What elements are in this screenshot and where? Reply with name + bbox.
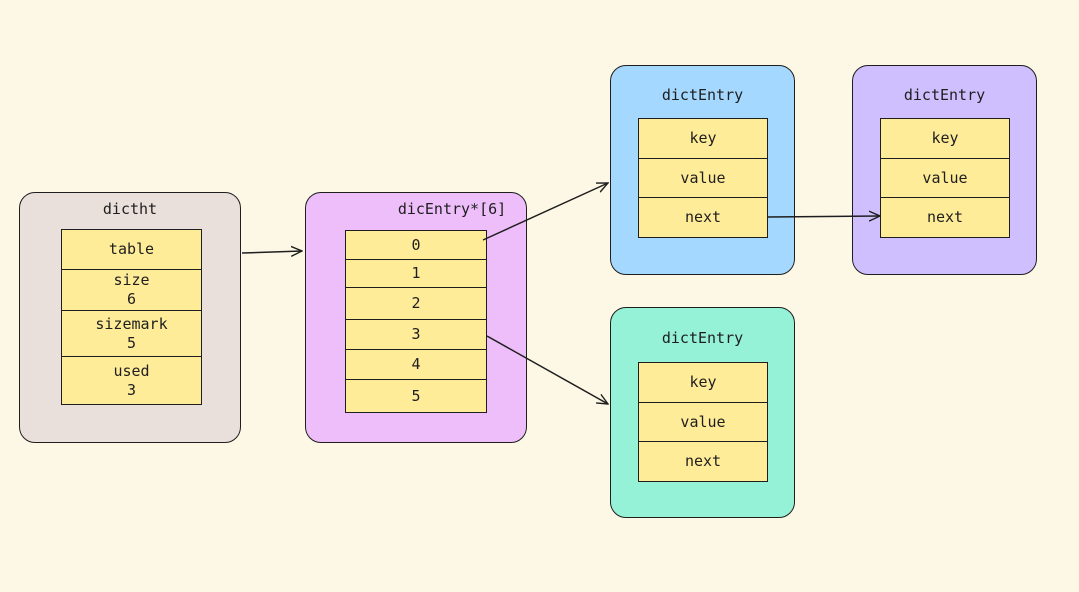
cell-label: next — [926, 208, 964, 226]
dict-entry-title: dictEntry — [661, 86, 744, 104]
entry-next-cell: next — [638, 197, 768, 238]
entry-key-cell: key — [880, 118, 1010, 159]
entry-value-cell: value — [638, 402, 768, 442]
array-slot: 3 — [345, 319, 487, 350]
slot-index: 1 — [411, 264, 421, 282]
entry-key-cell: key — [638, 118, 768, 159]
cell-label: next — [684, 208, 722, 226]
field-label: sizemark — [95, 314, 168, 333]
slot-index: 2 — [411, 294, 421, 312]
cell-label: value — [680, 412, 726, 431]
field-label: used — [113, 361, 150, 380]
field-value: 5 — [126, 333, 137, 352]
dict-entry-box-3: dictEntry key value next — [610, 307, 795, 518]
table-array-box: dicEntry*[6] 0 1 2 3 4 5 — [305, 192, 527, 443]
table-array-title: dicEntry*[6] — [397, 200, 507, 218]
entry-value-cell: value — [638, 158, 768, 198]
dict-entry-title: dictEntry — [903, 86, 986, 104]
entry-next-cell: next — [638, 441, 768, 482]
slot-index: 3 — [411, 325, 421, 343]
slot0-to-entry-arrow — [482, 183, 608, 241]
dictht-field-used: used 3 — [61, 356, 202, 405]
cell-label: key — [931, 129, 959, 147]
dictht-field-size: size 6 — [61, 269, 202, 311]
dict-entry-box-1: dictEntry key value next — [610, 65, 795, 275]
cell-label: key — [689, 373, 717, 391]
dict-entry-title: dictEntry — [661, 329, 744, 347]
dictht-title: dictht — [102, 200, 158, 218]
dictht-box: dictht table size 6 sizemark 5 used 3 — [19, 192, 241, 443]
dictht-field-sizemark: sizemark 5 — [61, 310, 202, 357]
slot3-to-entry-arrow — [486, 335, 608, 404]
cell-label: value — [680, 168, 726, 187]
field-label: table — [108, 240, 155, 258]
dict-entry-box-2: dictEntry key value next — [852, 65, 1037, 275]
field-value: 6 — [126, 290, 137, 308]
table-to-array-arrow — [241, 251, 302, 253]
field-label: size — [113, 271, 150, 289]
cell-label: next — [684, 452, 722, 470]
cell-label: value — [922, 168, 968, 187]
array-slot: 5 — [345, 379, 487, 413]
field-value: 3 — [126, 380, 137, 399]
slot-index: 0 — [411, 235, 421, 254]
entry-next-cell: next — [880, 197, 1010, 238]
next-to-entry-arrow — [767, 216, 880, 217]
cell-label: key — [689, 129, 717, 147]
slot-index: 5 — [411, 386, 421, 405]
slot-index: 4 — [411, 355, 421, 373]
entry-key-cell: key — [638, 362, 768, 403]
entry-value-cell: value — [880, 158, 1010, 198]
array-slot: 2 — [345, 287, 487, 320]
